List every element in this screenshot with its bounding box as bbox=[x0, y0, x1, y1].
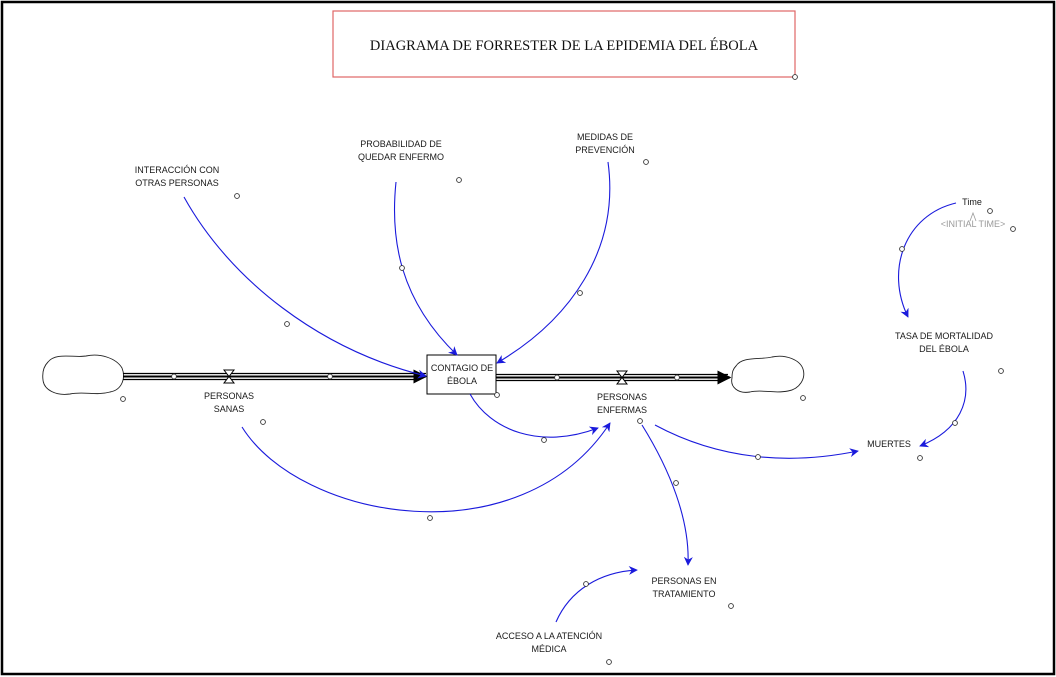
var-treatment-line2: TRATAMIENTO bbox=[653, 589, 716, 599]
link-mortality-to-deaths[interactable] bbox=[919, 370, 967, 448]
var-prevention-line2: PREVENCIÓN bbox=[575, 145, 635, 155]
title-box[interactable]: DIAGRAMA DE FORRESTER DE LA EPIDEMIA DEL… bbox=[332, 10, 798, 80]
var-deaths-label: MUERTES bbox=[867, 439, 911, 449]
link-handle-healthy-sick[interactable] bbox=[427, 515, 433, 521]
stock-label-line1: CONTAGIO DE bbox=[431, 363, 493, 373]
stock-label-line2: ÉBOLA bbox=[447, 376, 477, 386]
var-access-handle[interactable] bbox=[606, 659, 612, 665]
diagram-title: DIAGRAMA DE FORRESTER DE LA EPIDEMIA DEL… bbox=[370, 37, 759, 54]
var-time-label: Time bbox=[962, 197, 982, 207]
var-mortality-line1: TASA DE MORTALIDAD bbox=[895, 331, 994, 341]
var-prevention[interactable]: MEDIDAS DE PREVENCIÓN bbox=[575, 132, 635, 155]
link-handle-probability[interactable] bbox=[399, 265, 405, 271]
link-sick-to-treatment[interactable] bbox=[641, 424, 693, 566]
var-access-line1: ACCESO A LA ATENCIÓN bbox=[496, 631, 602, 641]
source-cloud-handle[interactable] bbox=[120, 396, 126, 402]
var-time-shadow: <INITIAL TIME> bbox=[941, 219, 1006, 229]
var-treatment-handle[interactable] bbox=[728, 603, 734, 609]
flow-pipe-sick[interactable] bbox=[496, 370, 732, 385]
var-interaction-line2: OTRAS PERSONAS bbox=[135, 178, 219, 188]
flow-healthy-line2: SANAS bbox=[214, 404, 245, 414]
link-sick-to-deaths[interactable] bbox=[654, 424, 859, 459]
link-handle-access[interactable] bbox=[583, 581, 589, 587]
link-handle-mortality[interactable] bbox=[952, 420, 958, 426]
stock-handle[interactable] bbox=[494, 392, 500, 398]
var-prevention-handle[interactable] bbox=[643, 159, 649, 165]
source-cloud[interactable] bbox=[42, 354, 124, 395]
flow-handle-2[interactable] bbox=[327, 373, 333, 380]
var-treatment[interactable]: PERSONAS EN TRATAMIENTO bbox=[651, 576, 716, 599]
flow-handle-3[interactable] bbox=[554, 374, 560, 381]
var-probability-handle[interactable] bbox=[456, 177, 462, 183]
link-interaction-to-stock[interactable] bbox=[183, 196, 427, 379]
var-interaction-line1: INTERACCIÓN CON bbox=[135, 165, 220, 175]
var-time-shadow-handle[interactable] bbox=[1010, 226, 1016, 232]
var-treatment-line1: PERSONAS EN bbox=[651, 576, 716, 586]
link-healthy-to-sick[interactable] bbox=[241, 422, 611, 513]
var-interaction[interactable]: INTERACCIÓN CON OTRAS PERSONAS bbox=[135, 165, 220, 188]
flow-label-healthy[interactable]: PERSONAS SANAS bbox=[204, 391, 254, 414]
sink-cloud[interactable] bbox=[731, 355, 805, 393]
var-deaths[interactable]: MUERTES bbox=[867, 439, 911, 449]
flow-sick-handle[interactable] bbox=[637, 418, 643, 424]
link-handle-prevention[interactable] bbox=[577, 290, 583, 296]
flow-healthy-handle[interactable] bbox=[260, 419, 266, 425]
var-probability[interactable]: PROBABILIDAD DE QUEDAR ENFERMO bbox=[358, 139, 444, 162]
var-mortality-line2: DEL ÉBOLA bbox=[919, 344, 969, 354]
var-time-handle[interactable] bbox=[987, 208, 993, 214]
var-interaction-handle[interactable] bbox=[234, 193, 240, 199]
sink-cloud-handle[interactable] bbox=[800, 395, 806, 401]
flow-sick-line1: PERSONAS bbox=[597, 392, 647, 402]
flow-sick-line2: ENFERMAS bbox=[597, 405, 647, 415]
link-access-to-treatment[interactable] bbox=[555, 565, 638, 623]
flow-healthy-line1: PERSONAS bbox=[204, 391, 254, 401]
flow-handle-4[interactable] bbox=[674, 374, 680, 381]
flow-label-sick[interactable]: PERSONAS ENFERMAS bbox=[597, 392, 647, 415]
var-prevention-line1: MEDIDAS DE bbox=[577, 132, 633, 142]
flow-pipe-healthy[interactable] bbox=[123, 369, 428, 384]
stock-contagio[interactable]: CONTAGIO DE ÉBOLA bbox=[426, 354, 497, 395]
flow-handle-1[interactable] bbox=[171, 373, 177, 380]
var-mortality-rate[interactable]: TASA DE MORTALIDAD DEL ÉBOLA bbox=[895, 331, 994, 354]
link-handle-time[interactable] bbox=[899, 246, 905, 252]
var-access-line2: MÉDICA bbox=[531, 644, 566, 654]
link-stock-to-sick[interactable] bbox=[469, 393, 599, 438]
valve-healthy[interactable] bbox=[222, 369, 236, 384]
valve-sick[interactable] bbox=[615, 370, 629, 385]
link-handle-sick-deaths[interactable] bbox=[755, 454, 761, 460]
var-probability-line2: QUEDAR ENFERMO bbox=[358, 152, 444, 162]
var-deaths-handle[interactable] bbox=[917, 455, 923, 461]
var-mortality-handle[interactable] bbox=[998, 368, 1004, 374]
title-handle[interactable] bbox=[792, 74, 798, 80]
link-handle-sick-treatment[interactable] bbox=[673, 480, 679, 486]
link-handle-stock-sick[interactable] bbox=[541, 437, 547, 443]
link-prevention-to-stock[interactable] bbox=[496, 161, 611, 364]
var-time[interactable]: Time <INITIAL TIME> bbox=[941, 197, 1006, 229]
var-probability-line1: PROBABILIDAD DE bbox=[360, 139, 442, 149]
link-time-to-mortality[interactable] bbox=[898, 202, 957, 318]
link-handle-interaction[interactable] bbox=[284, 321, 290, 327]
var-access[interactable]: ACCESO A LA ATENCIÓN MÉDICA bbox=[496, 631, 602, 654]
